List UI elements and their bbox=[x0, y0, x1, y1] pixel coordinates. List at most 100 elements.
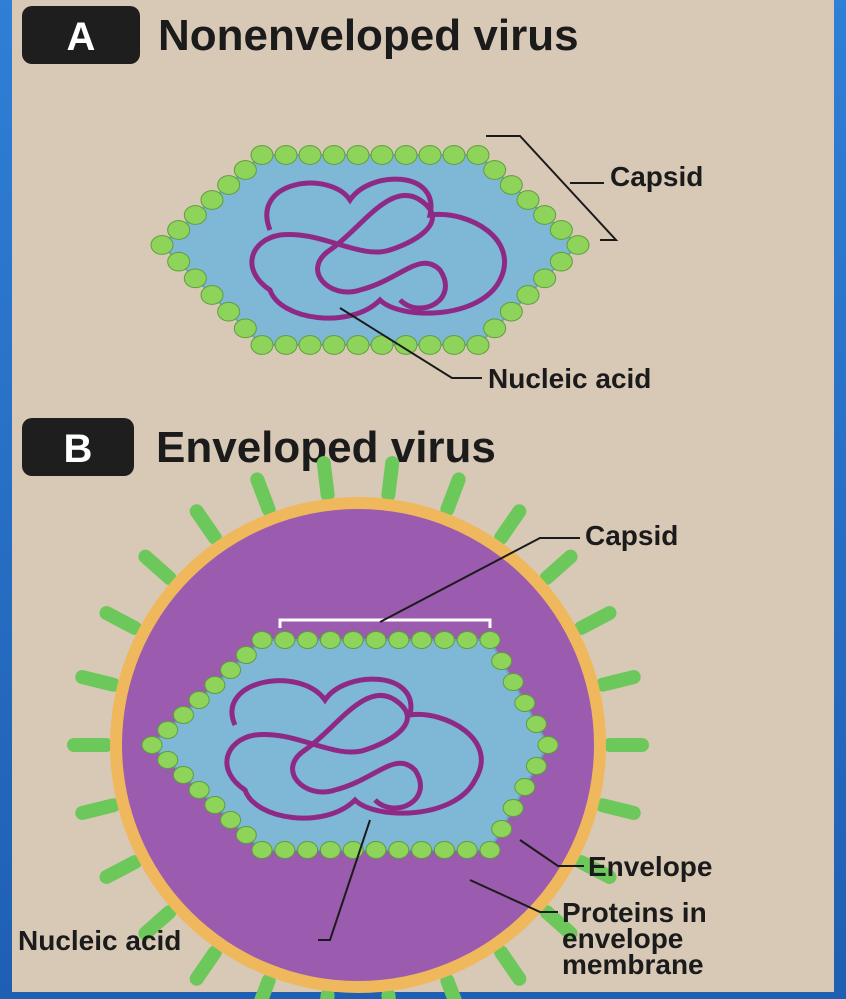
capsid-protein-bead bbox=[500, 176, 522, 195]
capsid-protein-bead bbox=[503, 800, 523, 817]
capsid-protein-bead bbox=[205, 677, 225, 694]
envelope-protein-spike bbox=[447, 981, 458, 999]
capsid-protein-bead bbox=[526, 758, 546, 775]
capsid-protein-bead bbox=[484, 161, 506, 180]
capsid-protein-bead bbox=[517, 286, 539, 305]
envelope-protein-spike bbox=[257, 981, 268, 999]
capsid-protein-bead bbox=[492, 653, 512, 670]
capsid-protein-bead bbox=[419, 146, 441, 165]
proteins-label-line3: membrane bbox=[562, 949, 704, 980]
capsid-protein-bead bbox=[173, 767, 193, 784]
envelope-protein-spike bbox=[501, 511, 519, 537]
capsid-protein-bead bbox=[275, 336, 297, 355]
capsid-protein-bead bbox=[189, 782, 209, 799]
capsid-protein-bead bbox=[503, 674, 523, 691]
envelope-protein-spike bbox=[447, 479, 458, 509]
envelope-protein-spike bbox=[324, 995, 328, 999]
envelope-protein-spike bbox=[388, 463, 392, 495]
capsid-protein-bead bbox=[457, 632, 477, 649]
envelope-protein-spike bbox=[197, 952, 215, 978]
capsid-protein-bead bbox=[434, 842, 454, 859]
capsid-protein-bead bbox=[492, 821, 512, 838]
capsid-protein-bead bbox=[221, 662, 241, 679]
capsid-protein-bead bbox=[389, 842, 409, 859]
capsid-protein-bead bbox=[252, 632, 272, 649]
capsid-protein-bead bbox=[234, 319, 256, 338]
capsid-protein-bead bbox=[151, 236, 173, 255]
envelope-protein-spike bbox=[581, 613, 609, 628]
envelope-protein-spike bbox=[145, 557, 169, 578]
capsid-protein-bead bbox=[168, 252, 190, 271]
nucleic-acid-b-label: Nucleic acid bbox=[18, 925, 181, 956]
capsid-protein-bead bbox=[419, 336, 441, 355]
capsid-protein-bead bbox=[366, 842, 386, 859]
capsid-protein-bead bbox=[320, 842, 340, 859]
capsid-protein-bead bbox=[467, 146, 489, 165]
capsid-protein-bead bbox=[389, 632, 409, 649]
capsid-protein-bead bbox=[434, 632, 454, 649]
capsid-protein-bead bbox=[298, 632, 318, 649]
capsid-protein-bead bbox=[534, 206, 556, 225]
capsid-protein-bead bbox=[484, 319, 506, 338]
capsid-protein-bead bbox=[323, 146, 345, 165]
capsid-protein-bead bbox=[550, 252, 572, 271]
capsid-protein-bead bbox=[343, 632, 363, 649]
envelope-protein-spike bbox=[107, 862, 135, 877]
capsid-protein-bead bbox=[252, 842, 272, 859]
envelope-protein-spike bbox=[603, 805, 634, 813]
capsid-protein-bead bbox=[275, 146, 297, 165]
capsid-protein-bead bbox=[323, 336, 345, 355]
envelope-protein-spike bbox=[501, 952, 519, 978]
capsid-protein-bead bbox=[298, 842, 318, 859]
capsid-protein-bead bbox=[184, 269, 206, 288]
capsid-protein-bead bbox=[275, 842, 295, 859]
envelope-protein-spike bbox=[547, 557, 571, 578]
capsid-protein-bead bbox=[221, 812, 241, 829]
capsid-protein-bead bbox=[158, 752, 178, 769]
capsid-protein-bead bbox=[412, 632, 432, 649]
capsid-protein-bead bbox=[550, 221, 572, 240]
section-a-header: A Nonenveloped virus bbox=[22, 6, 579, 64]
section-b-header: B Enveloped virus bbox=[22, 418, 496, 476]
capsid-protein-bead bbox=[480, 842, 500, 859]
capsid-protein-bead bbox=[218, 176, 240, 195]
capsid-protein-bead bbox=[395, 146, 417, 165]
capsid-protein-bead bbox=[567, 236, 589, 255]
capsid-protein-bead bbox=[538, 737, 558, 754]
capsid-protein-bead bbox=[500, 302, 522, 321]
capsid-protein-bead bbox=[218, 302, 240, 321]
capsid-protein-bead bbox=[366, 632, 386, 649]
capsid-protein-bead bbox=[205, 797, 225, 814]
capsid-protein-bead bbox=[168, 221, 190, 240]
capsid-protein-bead bbox=[320, 632, 340, 649]
capsid-protein-bead bbox=[457, 842, 477, 859]
section-b-badge-letter: B bbox=[64, 427, 93, 471]
section-a-title: Nonenveloped virus bbox=[158, 11, 579, 60]
capsid-a-label: Capsid bbox=[610, 161, 703, 192]
envelope-protein-spike bbox=[257, 479, 268, 509]
capsid-protein-bead bbox=[142, 737, 162, 754]
enveloped-virus bbox=[74, 463, 642, 999]
capsid-protein-bead bbox=[251, 336, 273, 355]
capsid-protein-bead bbox=[251, 146, 273, 165]
capsid-protein-bead bbox=[236, 827, 256, 844]
capsid-protein-bead bbox=[526, 716, 546, 733]
capsid-b-label: Capsid bbox=[585, 520, 678, 551]
capsid-protein-bead bbox=[234, 161, 256, 180]
capsid-protein-bead bbox=[534, 269, 556, 288]
envelope-protein-spike bbox=[107, 613, 135, 628]
capsid-protein-bead bbox=[467, 336, 489, 355]
envelope-protein-spike bbox=[388, 995, 392, 999]
capsid-protein-bead bbox=[517, 191, 539, 210]
capsid-protein-bead bbox=[236, 647, 256, 664]
capsid-protein-bead bbox=[347, 336, 369, 355]
capsid-protein-bead bbox=[201, 286, 223, 305]
capsid-protein-bead bbox=[515, 779, 535, 796]
envelope-protein-spike bbox=[324, 463, 328, 495]
capsid-protein-bead bbox=[299, 146, 321, 165]
capsid-protein-bead bbox=[158, 722, 178, 739]
nucleic-acid-a-label: Nucleic acid bbox=[488, 363, 651, 394]
capsid-protein-bead bbox=[412, 842, 432, 859]
capsid-protein-bead bbox=[189, 692, 209, 709]
